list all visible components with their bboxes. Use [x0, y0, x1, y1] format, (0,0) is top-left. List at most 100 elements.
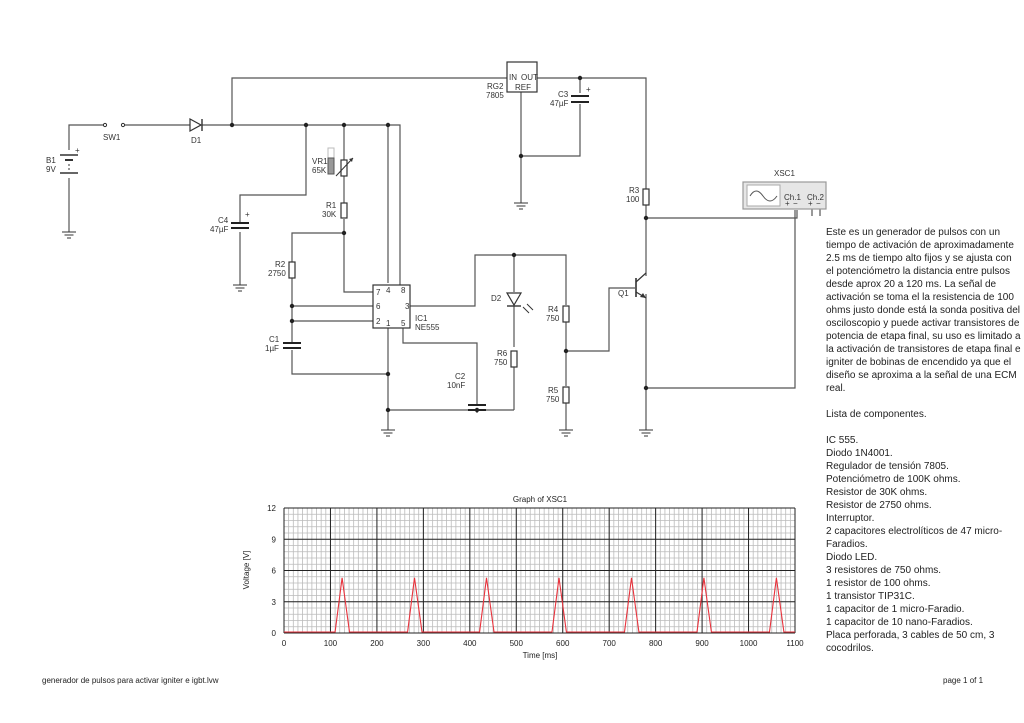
r5-value: 750: [546, 395, 560, 404]
resistor-r3[interactable]: R3 100: [626, 186, 650, 206]
y-tick-label: 6: [272, 567, 277, 576]
r2-ref: R2: [275, 260, 286, 269]
rg2-pin-out: OUT: [521, 73, 538, 82]
resistor-r4[interactable]: R4 750: [546, 305, 570, 323]
ground-icon: [62, 231, 76, 239]
resistor-r5[interactable]: R5 750: [546, 386, 570, 404]
ground-icon: [559, 429, 573, 437]
b1-value: 9V: [46, 165, 56, 174]
ground-icon: [514, 202, 528, 210]
svg-text:+: +: [75, 146, 80, 155]
footer-filename: generador de pulsos para activar igniter…: [42, 676, 219, 685]
pin-6: 6: [376, 302, 381, 311]
ic1-ref: IC1: [415, 314, 428, 323]
oscilloscope-xsc1[interactable]: Ch.1 Ch.2 + − + − XSC1: [742, 169, 827, 210]
ic-ne555[interactable]: 7 4 8 6 3 2 1 5 IC1 NE555: [372, 284, 440, 332]
y-tick-label: 12: [267, 504, 276, 513]
description-paragraph: Este es un generador de pulsos con un ti…: [826, 227, 1021, 394]
c1-ref: C1: [269, 335, 280, 344]
y-tick-label: 3: [272, 598, 277, 607]
ch2-minus: −: [816, 199, 821, 208]
ground-icon: [233, 284, 247, 292]
capacitor-c1[interactable]: C1 1µF: [265, 335, 301, 353]
parts-list-item: Resistor de 2750 ohms.: [826, 500, 932, 511]
parts-list-item: Interruptor.: [826, 513, 875, 524]
x-tick-label: 800: [649, 639, 663, 648]
x-tick-label: 700: [603, 639, 617, 648]
ground-symbols: [62, 202, 653, 437]
parts-list-item: 1 capacitor de 10 nano-Faradios.: [826, 617, 973, 628]
parts-list-item: 1 capacitor de 1 micro-Faradio.: [826, 604, 965, 615]
r1-value: 30K: [322, 210, 337, 219]
ic1-value: NE555: [415, 323, 440, 332]
parts-list-item: 3 resistores de 750 ohms.: [826, 565, 942, 576]
vr1-value: 65K: [312, 166, 327, 175]
d1-ref: D1: [191, 136, 202, 145]
circuit-schematic: + B1 9V SW1 D1 + C4 47µF VR1 65K R1 30K: [46, 61, 827, 437]
transistor-q1[interactable]: Q1: [618, 272, 647, 299]
x-tick-label: 1100: [786, 639, 804, 648]
r2-value: 2750: [268, 269, 286, 278]
x-tick-label: 300: [417, 639, 431, 648]
parts-list-item: IC 555.: [826, 435, 859, 446]
grid-major: [283, 507, 796, 634]
r6-value: 750: [494, 358, 508, 367]
resistor-r1[interactable]: R1 30K: [322, 201, 348, 219]
capacitor-c2[interactable]: C2 10nF: [447, 372, 486, 411]
rg2-value: 7805: [486, 91, 504, 100]
x-tick-label: 100: [324, 639, 338, 648]
led-d2[interactable]: D2: [491, 292, 534, 314]
parts-list: IC 555. Diodo 1N4001. Regulador de tensión…: [826, 434, 1022, 655]
x-tick-label: 200: [370, 639, 384, 648]
pin-5: 5: [401, 319, 406, 328]
parts-list-item: Regulador de tensión 7805.: [826, 461, 949, 472]
parts-list-item: 1 resistor de 100 ohms.: [826, 578, 931, 589]
ch1-plus: +: [785, 199, 790, 208]
svg-text:+: +: [586, 85, 591, 94]
parts-list-item: 1 transistor TIP31C.: [826, 591, 915, 602]
chart-title: Graph of XSC1: [513, 495, 568, 504]
c4-ref: C4: [218, 216, 229, 225]
pin-2: 2: [376, 317, 381, 326]
c2-ref: C2: [455, 372, 466, 381]
r3-ref: R3: [629, 186, 640, 195]
d2-ref: D2: [491, 294, 502, 303]
x-tick-label: 400: [463, 639, 477, 648]
x-tick-label: 0: [282, 639, 287, 648]
vr1-ref: VR1: [312, 157, 328, 166]
switch-sw1[interactable]: SW1: [102, 122, 126, 142]
battery-b1[interactable]: + B1 9V: [46, 146, 80, 174]
x-tick-label: 1000: [740, 639, 758, 648]
ch1-label: Ch.1: [784, 193, 801, 202]
r3-value: 100: [626, 195, 640, 204]
c1-value: 1µF: [265, 344, 279, 353]
parts-list-item: 2 capacitores electrolíticos de 47 micro…: [826, 526, 1003, 550]
regulator-rg2[interactable]: IN OUT REF RG2 7805: [486, 61, 538, 100]
pin-7: 7: [376, 288, 381, 297]
rg2-ref: RG2: [487, 82, 504, 91]
potentiometer-vr1[interactable]: VR1 65K: [312, 147, 354, 177]
r6-ref: R6: [497, 349, 508, 358]
parts-list-item: Diodo 1N4001.: [826, 448, 893, 459]
resistor-r2[interactable]: R2 2750: [268, 260, 296, 279]
wires: [68, 77, 821, 430]
xsc1-ref: XSC1: [774, 169, 795, 178]
capacitor-c3[interactable]: + C3 47µF: [550, 85, 591, 108]
capacitor-c4[interactable]: + C4 47µF: [210, 210, 250, 234]
r4-value: 750: [546, 314, 560, 323]
resistor-r6[interactable]: R6 750: [494, 349, 518, 368]
ch1-minus: −: [793, 199, 798, 208]
r1-ref: R1: [326, 201, 337, 210]
parts-list-item: Diodo LED.: [826, 552, 878, 563]
parts-list-title: Lista de componentes.: [826, 409, 927, 420]
c2-value: 10nF: [447, 381, 465, 390]
ground-icon: [381, 429, 395, 437]
series-line-ch1: [284, 577, 795, 633]
pin-1: 1: [386, 319, 391, 328]
rg2-pin-ref: REF: [515, 83, 531, 92]
ch2-plus: +: [808, 199, 813, 208]
diode-d1[interactable]: D1: [189, 117, 203, 145]
y-axis-label: Voltage [V]: [242, 551, 251, 590]
c4-value: 47µF: [210, 225, 229, 234]
